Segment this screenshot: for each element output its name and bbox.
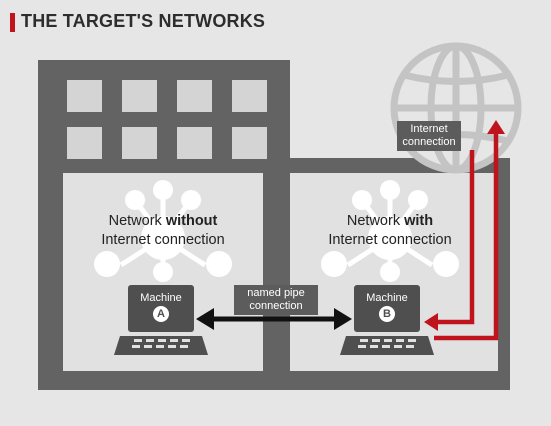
network-label-right: Network with Internet connection [328, 213, 452, 248]
network-hub-icon-left [94, 180, 232, 282]
machine-b-badge: B [379, 306, 395, 322]
globe-icon [390, 42, 522, 174]
internet-connection-arrow [424, 120, 505, 341]
title-accent-bar [10, 13, 15, 32]
named-pipe-arrow [196, 308, 352, 330]
named-pipe-label: named pipe connection [234, 285, 318, 315]
machine-a-label: Machine [140, 292, 182, 304]
laptop-icon-b [340, 285, 434, 355]
page-title: THE TARGET'S NETWORKS [21, 11, 266, 31]
network-hub-icon-right [321, 180, 459, 282]
machine-a-badge: A [153, 306, 169, 322]
building-windows [67, 80, 267, 159]
internet-connection-label: Internet connection [397, 121, 461, 151]
network-label-left: Network without Internet connection [101, 213, 225, 248]
machine-b-label: Machine [366, 292, 408, 304]
